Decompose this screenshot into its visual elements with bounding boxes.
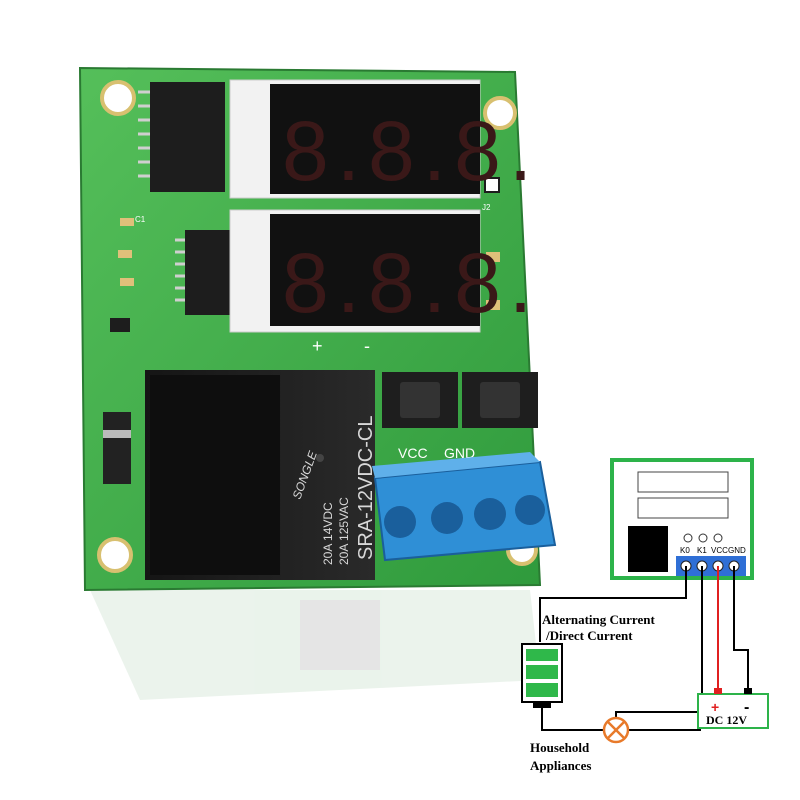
silk-plus: + (312, 336, 323, 356)
silk-c1: C1 (135, 215, 146, 224)
top-display-digits: 8.8.8. (282, 104, 540, 198)
source-label-line-2: /Direct Current (545, 628, 633, 643)
top-display (270, 84, 480, 194)
terminal-screw-4[interactable] (515, 495, 545, 525)
board-reflection (90, 590, 540, 700)
transistor (110, 318, 130, 332)
appliance-lamp-icon (602, 716, 630, 744)
relay: SRA-12VDC-CL 20A 14VDC 20A 125VAC SONGLE (145, 370, 377, 580)
dc-label: DC 12V (706, 713, 747, 727)
dc-plus-sign: + (711, 699, 719, 715)
diode (103, 412, 131, 484)
ic-chip (150, 82, 225, 192)
bottom-display-housing: 8.8.8. (229, 209, 540, 333)
terminal-screw-1[interactable] (384, 506, 416, 538)
silk-minus: - (364, 336, 370, 356)
relay-rating-1: 20A 14VDC (321, 502, 335, 565)
terminal-block (372, 452, 557, 562)
schematic-terminal-strip (676, 556, 746, 576)
mounting-hole-top-left (100, 80, 136, 116)
push-button-2[interactable] (462, 372, 538, 428)
ic-chip-2 (185, 230, 235, 315)
bottom-display-digits: 8.8.8. (282, 236, 540, 330)
wiring-schematic: K0 K1 VCC GND Alternating Current /Direc… (521, 458, 769, 773)
bottom-display (270, 214, 480, 326)
schematic-terminal-vcc: VCC (711, 546, 728, 555)
schematic-terminal-gnd: GND (728, 546, 746, 555)
terminal-screw-2[interactable] (431, 502, 463, 534)
silk-gnd: GND (444, 445, 475, 461)
mounting-hole-top-right (483, 96, 517, 130)
schematic-display-bottom (637, 497, 729, 519)
terminal-screw-3[interactable] (474, 498, 506, 530)
schematic-terminal-k0: K0 (680, 546, 690, 555)
dc-supply: + - DC 12V (697, 688, 769, 729)
silk-vcc: VCC (398, 445, 428, 461)
mounting-hole-bottom-left (97, 537, 133, 573)
relay-model: SRA-12VDC-CL (355, 416, 377, 560)
push-button-1[interactable] (382, 372, 458, 428)
schematic-display-top (637, 471, 729, 493)
battery-icon (521, 643, 563, 708)
top-display-housing: 8.8.8. (229, 79, 540, 199)
dc-minus-sign: - (744, 699, 749, 716)
schematic-relay (628, 526, 668, 572)
appliance-label-line-2: Appliances (530, 758, 591, 773)
silk-j2: J2 (482, 203, 491, 212)
source-label-line-1: Alternating Current (542, 612, 655, 627)
relay-rating-2: 20A 125VAC (337, 497, 351, 565)
appliance-label-line-1: Household (530, 740, 590, 755)
schematic-terminal-k1: K1 (697, 546, 707, 555)
